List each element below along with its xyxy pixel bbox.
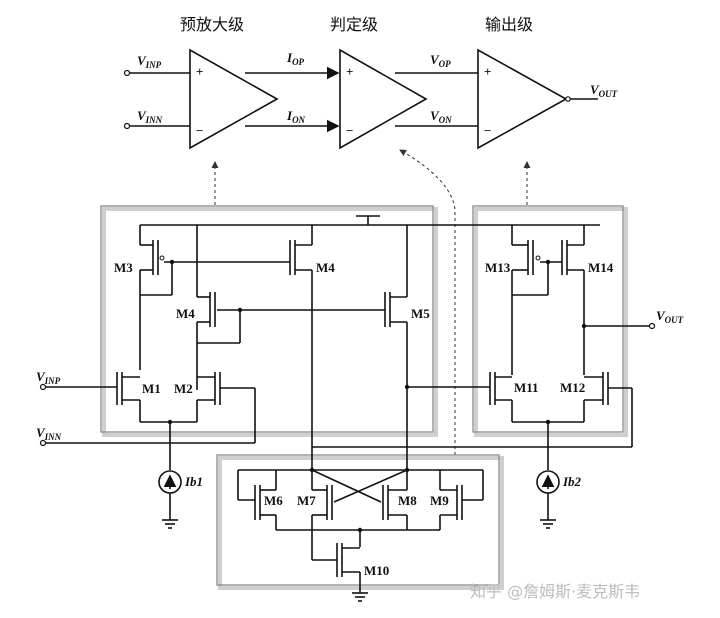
transistor-m12: M12 <box>560 372 609 422</box>
label-ib1: Ib1 <box>184 474 203 489</box>
svg-text:M11: M11 <box>514 380 539 395</box>
label-ib2: Ib2 <box>562 474 582 489</box>
transistor-m10: M10 <box>311 530 389 602</box>
label-v-inp-top: VINP <box>137 53 162 70</box>
svg-text:−: − <box>346 123 353 138</box>
stage-title-decision: 判定级 <box>330 15 378 34</box>
svg-text:M7: M7 <box>297 493 316 508</box>
svg-text:M13: M13 <box>485 260 511 275</box>
svg-text:M2: M2 <box>174 381 193 396</box>
transistor-m8: M8 <box>382 485 417 520</box>
svg-text:M9: M9 <box>430 493 449 508</box>
svg-text:−: − <box>484 123 491 138</box>
label-v-op: VOP <box>430 52 451 69</box>
svg-text:M6: M6 <box>264 493 283 508</box>
watermark: 知乎 @詹姆斯·麦克斯韦 <box>470 582 640 601</box>
transistor-m4: M4 <box>289 225 335 470</box>
svg-text:M3: M3 <box>114 260 133 275</box>
transistor-m2: M2 <box>174 372 221 422</box>
label-v-inp: VINP <box>36 369 61 386</box>
output-amplifier: + − <box>477 48 568 150</box>
svg-text:−: − <box>196 123 203 138</box>
svg-text:M14: M14 <box>588 260 614 275</box>
svg-text:+: + <box>484 64 491 79</box>
transistor-m6: M6 <box>237 470 283 520</box>
label-v-out-top: VOUT <box>590 82 618 99</box>
transistor-m14: M14 <box>561 225 614 375</box>
transistor-m11: M11 <box>489 372 539 422</box>
svg-text:M12: M12 <box>560 380 585 395</box>
stage-title-output: 输出级 <box>485 15 533 34</box>
label-v-out: VOUT <box>656 308 684 325</box>
stage-title-preamp: 预放大级 <box>180 15 244 34</box>
transistor-m4-inner: M4 <box>176 225 216 390</box>
transistor-m13: M13 <box>485 225 541 375</box>
svg-text:M10: M10 <box>364 563 389 578</box>
svg-text:M5: M5 <box>411 306 430 321</box>
svg-text:M1: M1 <box>142 381 161 396</box>
label-v-inn: VINN <box>36 425 62 442</box>
transistor-m3: M3 <box>114 225 165 370</box>
transistor-m1: M1 <box>116 372 161 422</box>
svg-text:M8: M8 <box>398 493 417 508</box>
label-v-on: VON <box>430 108 452 125</box>
svg-text:M4: M4 <box>176 306 195 321</box>
label-i-on: ION <box>286 108 306 125</box>
transistor-m7: M7 <box>297 485 333 520</box>
transistor-m9: M9 <box>430 470 484 520</box>
latch-block <box>216 454 500 586</box>
decision-amplifier: + − <box>339 48 428 150</box>
svg-text:+: + <box>346 64 353 79</box>
transistor-m5: M5 <box>384 225 430 470</box>
preamp-amplifier: + − <box>189 48 279 150</box>
label-i-op: IOP <box>286 50 305 67</box>
svg-text:M4: M4 <box>316 260 335 275</box>
preamp-block <box>100 205 434 433</box>
label-v-inn-top: VINN <box>137 108 163 125</box>
svg-text:+: + <box>196 64 203 79</box>
